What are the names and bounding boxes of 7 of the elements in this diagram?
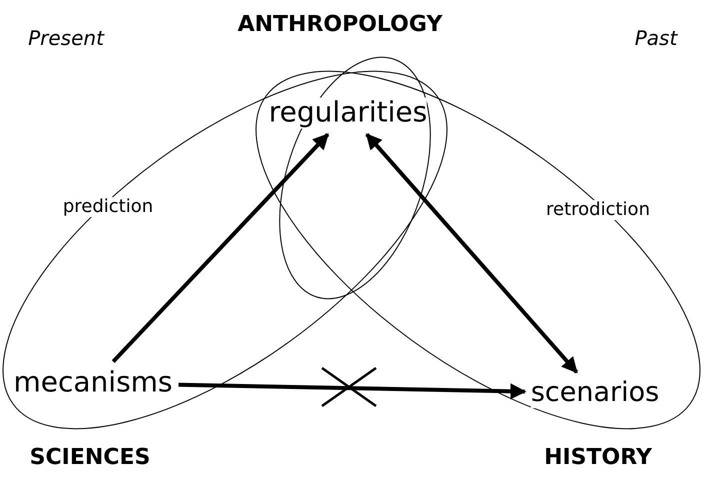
relation-label: retrodiction bbox=[546, 200, 650, 220]
arrow bbox=[365, 133, 578, 374]
relation-label: prediction bbox=[62, 197, 154, 217]
arrow bbox=[178, 382, 526, 400]
arrow bbox=[112, 133, 330, 363]
concept-label: scenarios bbox=[530, 378, 660, 408]
concept-label: regularities bbox=[268, 98, 428, 128]
